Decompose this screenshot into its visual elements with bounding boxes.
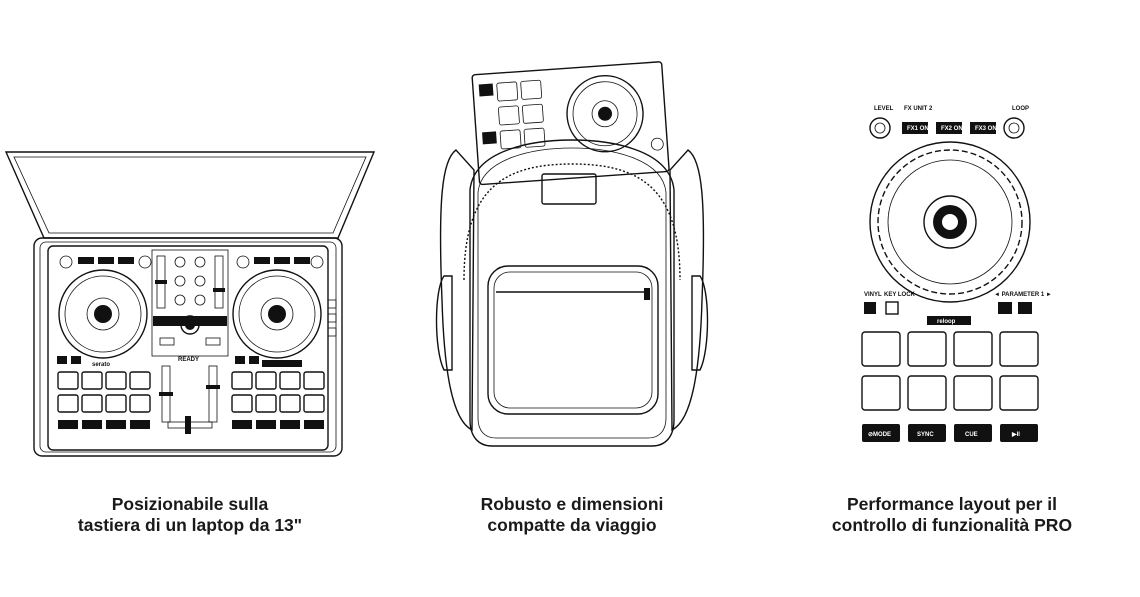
fx3-on-label: FX3 ON	[975, 126, 997, 132]
panel-backpack: Robusto e dimensioni compatte da viaggio	[382, 0, 762, 597]
deck-pads	[861, 331, 1039, 411]
fx2-on-label: FX2 ON	[941, 126, 963, 132]
panel-deck: LEVEL FX UNIT 2 FX1 ON FX2 ON FX3 ON LOO…	[762, 0, 1140, 597]
key-lock-label: KEY LOCK	[884, 292, 916, 298]
caption-deck-line1: Performance layout per il	[846, 494, 1058, 514]
caption-backpack-line2: compatte da viaggio	[487, 515, 657, 535]
transport-buttons: ⊘MODE SYNC CUE ▶II	[862, 424, 1038, 442]
sync-button-label: SYNC	[917, 432, 934, 438]
caption-laptop: Posizionabile sulla tastiera di un lapto…	[0, 494, 380, 536]
deck-jog-wheel	[869, 141, 1031, 303]
right-fx-buttons	[236, 255, 324, 269]
cue-button-label: CUE	[965, 432, 978, 438]
caption-backpack-line1: Robusto e dimensioni	[480, 494, 664, 514]
caption-laptop-line1: Posizionabile sulla	[111, 494, 269, 514]
loop-knob	[1003, 117, 1025, 139]
controller-in-backpack	[471, 61, 670, 186]
left-pads	[57, 371, 151, 429]
panel-laptop: READY serato	[0, 0, 380, 597]
caption-backpack: Robusto e dimensioni compatte da viaggio	[382, 494, 762, 536]
backpack-illustration	[435, 61, 709, 447]
mode-button-label: ⊘MODE	[868, 432, 891, 438]
vinyl-label: VINYL	[864, 292, 882, 298]
reloop-logo: reloop	[937, 319, 956, 325]
play-button-label: ▶II	[1011, 431, 1020, 438]
caption-deck-line2: controllo di funzionalità PRO	[831, 515, 1073, 535]
laptop-controller-illustration: READY serato	[4, 151, 376, 457]
fx-unit-label: FX UNIT 2	[904, 106, 933, 112]
mixer-section	[151, 249, 229, 357]
caption-deck: Performance layout per il controllo di f…	[762, 494, 1140, 536]
ready-label: READY	[178, 357, 199, 363]
level-label: LEVEL	[874, 106, 894, 112]
right-pads	[231, 371, 325, 429]
serato-label: serato	[92, 362, 110, 368]
loop-label: LOOP	[1012, 106, 1029, 112]
parameter-label: ◄ PARAMETER 1 ►	[994, 292, 1052, 298]
fx1-on-label: FX1 ON	[907, 126, 929, 132]
left-fx-buttons	[59, 255, 152, 269]
left-jog-wheel	[58, 269, 148, 359]
level-knob	[869, 117, 891, 139]
caption-laptop-line2: tastiera di un laptop da 13"	[77, 515, 303, 535]
right-jog-wheel	[232, 269, 322, 359]
deck-closeup-illustration: LEVEL FX UNIT 2 FX1 ON FX2 ON FX3 ON LOO…	[861, 106, 1052, 442]
